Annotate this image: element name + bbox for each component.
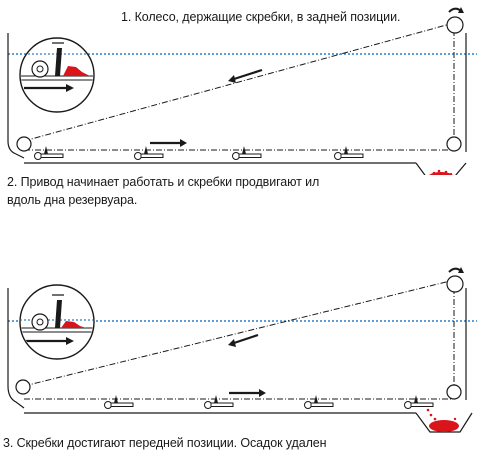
step2-caption-line2: вдоль дна резервуара. (7, 193, 138, 207)
arrow-upper-left-icon (228, 68, 263, 83)
wheel-rear-bottom (446, 136, 462, 152)
sludge-hopper (415, 412, 473, 433)
arrow-right-icon (150, 139, 187, 147)
scraper-carriage (134, 146, 164, 160)
drive-wheel (446, 16, 464, 34)
scraper-carriage (34, 146, 64, 160)
wheel-front (15, 379, 31, 395)
zoom-inset (19, 37, 95, 113)
wheel-rear-bottom (446, 384, 462, 400)
scraper-carriage (404, 395, 434, 409)
tank-wall (7, 33, 25, 159)
scraper-carriage (304, 395, 334, 409)
tank-diagram-bottom (7, 267, 477, 433)
tank-diagram-top (7, 7, 477, 175)
arrow-upper-left-icon (228, 333, 259, 347)
step1-caption: 1. Колесо, держащие скребки, в задней по… (121, 10, 401, 24)
drive-wheel (446, 275, 464, 293)
step3-caption: 3. Скребки достигают передней позиции. О… (3, 436, 327, 450)
arrow-right-icon (229, 389, 266, 397)
scraper-carriage (204, 395, 234, 409)
chain-return-line (23, 23, 451, 142)
sludge-hopper (415, 162, 467, 175)
tank-wall (7, 288, 25, 409)
scraper-carriage (334, 146, 364, 160)
step2-caption-line1: 2. Привод начинает работать и скребки пр… (7, 175, 320, 189)
chain-return-line (23, 280, 451, 387)
scraper-carriage (232, 146, 262, 160)
zoom-inset (19, 284, 95, 360)
sludge-pile (429, 169, 453, 175)
wheel-front (16, 136, 32, 152)
scraper-carriage (104, 395, 134, 409)
sludge-pile (426, 408, 459, 432)
